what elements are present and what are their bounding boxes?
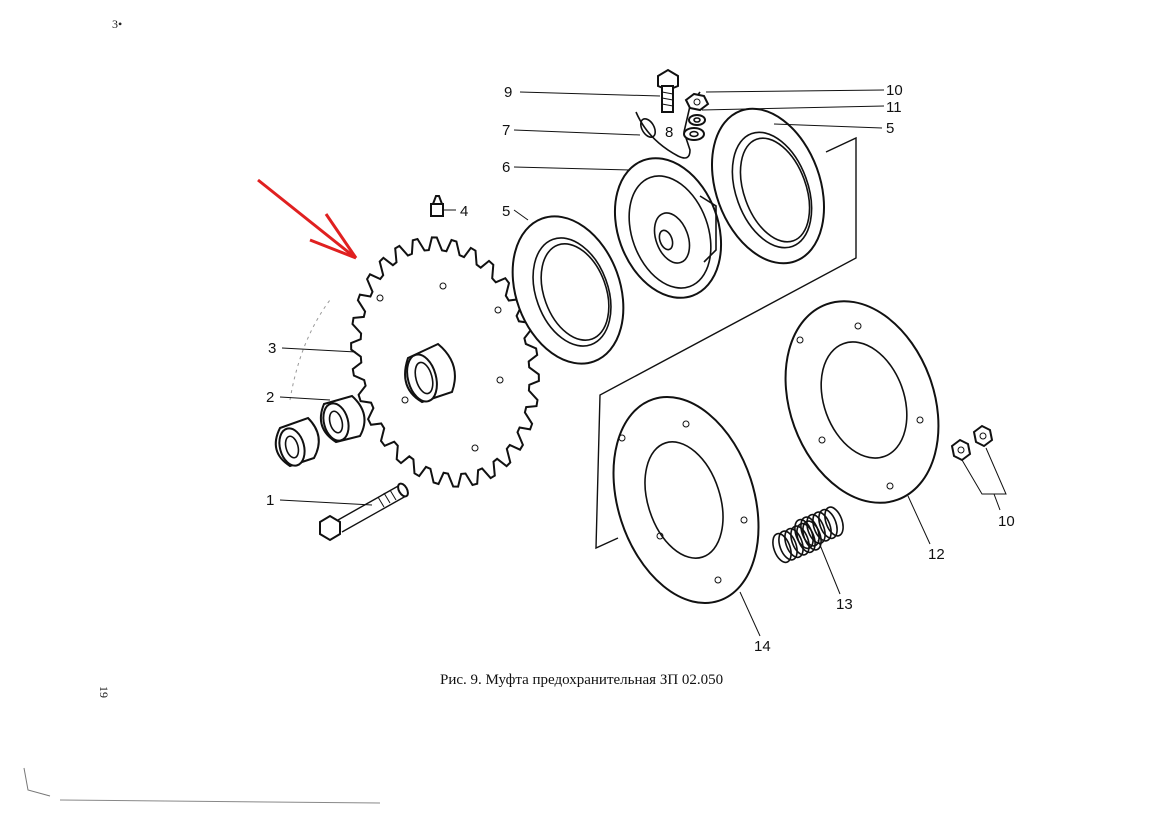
part-13-springs xyxy=(772,506,844,564)
spring-coil xyxy=(794,518,814,550)
callout-12: 12 xyxy=(928,546,945,563)
part-4-grease-nipple xyxy=(430,195,444,217)
callout-5-right: 5 xyxy=(886,120,894,137)
part-9-bolt xyxy=(657,68,679,113)
part-10-nuts-right xyxy=(950,424,994,462)
scan-edge-line xyxy=(59,799,381,804)
callout-5-left: 5 xyxy=(502,203,510,220)
callout-13: 13 xyxy=(836,596,853,613)
callout-labels: 1 2 3 4 5 6 7 8 9 10 11 5 12 13 14 10 xyxy=(266,82,1015,655)
scan-edge-mark xyxy=(23,767,51,797)
callout-9: 9 xyxy=(504,84,512,101)
spring-coil xyxy=(784,527,804,559)
part-2-bushings xyxy=(274,394,366,468)
spring-coil xyxy=(824,506,844,537)
figure-caption: Рис. 9. Муфта предохранительная ЗП 02.05… xyxy=(440,672,723,688)
part-5-friction-ring-right xyxy=(710,107,826,265)
leader-lines xyxy=(279,89,1007,637)
spring-coil xyxy=(818,508,838,540)
part-7-lock-plate xyxy=(635,91,701,159)
callout-6: 6 xyxy=(502,159,510,176)
callout-14: 14 xyxy=(754,638,771,655)
spring-coil xyxy=(806,513,826,545)
spring-coil xyxy=(800,516,820,547)
part-1-bolt xyxy=(319,482,409,542)
svg-text:19: 19 xyxy=(97,686,111,698)
callout-2: 2 xyxy=(266,389,274,406)
callout-7: 7 xyxy=(502,122,510,139)
corner-mark: 3• xyxy=(112,17,122,31)
callout-10-top: 10 xyxy=(886,82,903,99)
housing-outline xyxy=(595,136,857,550)
part-5-friction-ring-left xyxy=(511,215,625,365)
callout-10-right: 10 xyxy=(998,513,1015,530)
spring-coil xyxy=(778,530,798,561)
spring-coil xyxy=(812,511,832,542)
part-10-nut-top xyxy=(684,92,710,112)
callout-1: 1 xyxy=(266,492,274,509)
part-8-washer xyxy=(683,127,705,141)
part-11-washer xyxy=(688,114,706,126)
callout-8: 8 xyxy=(665,124,673,141)
red-arrow-icon xyxy=(257,178,358,260)
page-number: 19 xyxy=(97,686,111,698)
part-14-pressure-plate xyxy=(612,396,760,604)
callout-11: 11 xyxy=(886,99,902,116)
callout-3: 3 xyxy=(268,340,276,357)
part-3-sprocket xyxy=(289,236,540,488)
spring-coil xyxy=(772,532,792,564)
callout-4: 4 xyxy=(460,203,468,220)
part-12-spring-plate xyxy=(784,300,940,504)
part-6-hub-disc xyxy=(613,157,723,299)
